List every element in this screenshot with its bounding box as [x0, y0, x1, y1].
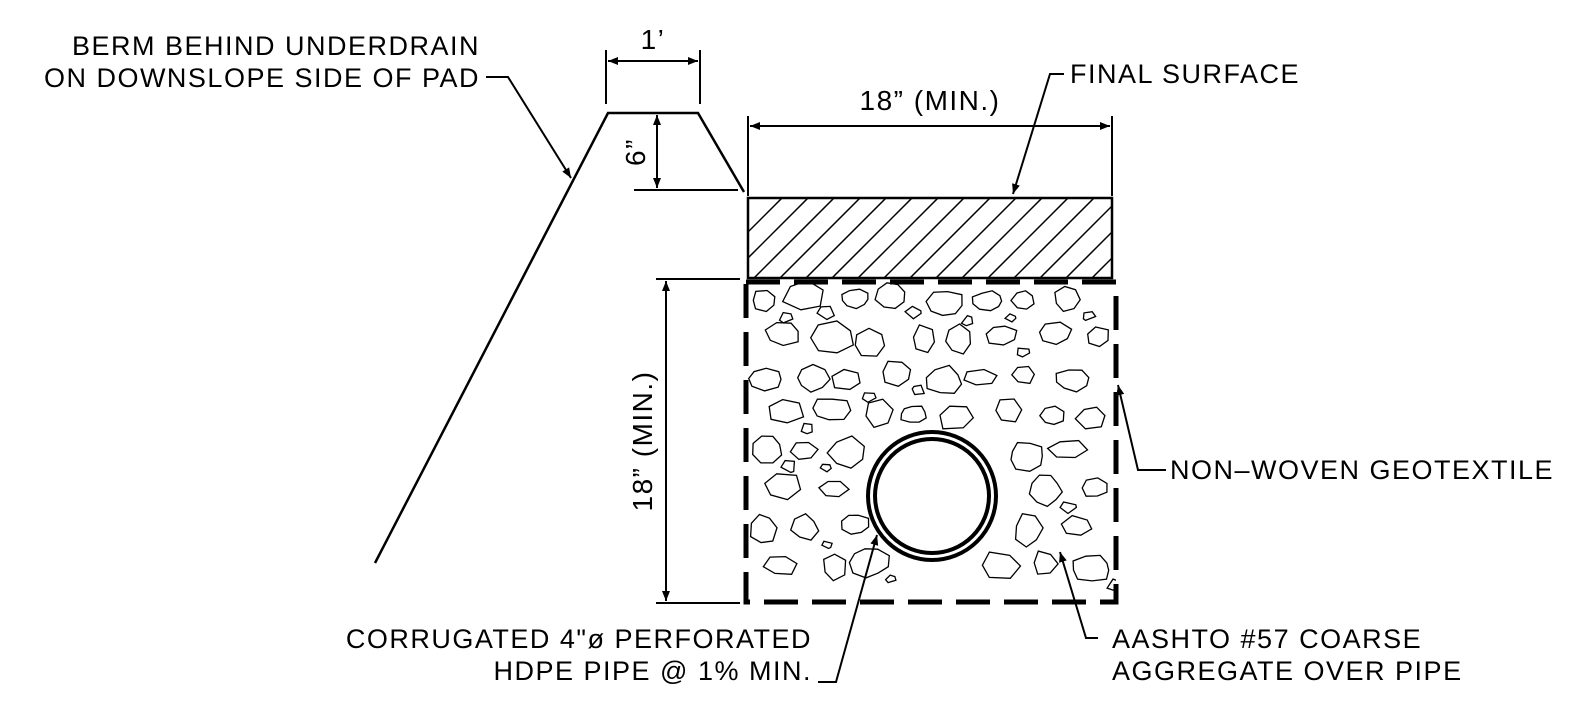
hdpe-pipe	[866, 430, 998, 562]
berm-label-line1: BERM BEHIND UNDERDRAIN	[72, 31, 480, 61]
berm-leader	[486, 76, 572, 179]
aggregate-label-line1: AASHTO #57 COARSE	[1112, 624, 1422, 654]
geotextile-label: NON–WOVEN GEOTEXTILE	[1170, 455, 1554, 485]
aggregate-leader	[1059, 551, 1098, 639]
final-surface-label: FINAL SURFACE	[1070, 59, 1300, 89]
trench-width-label: 18” (MIN.)	[860, 85, 1001, 116]
geotextile-leader	[1116, 384, 1166, 471]
berm-width-dimension	[605, 50, 701, 104]
trench-depth-label: 18” (MIN.)	[627, 371, 658, 512]
trench-width-dimension	[747, 116, 1113, 196]
aggregate-trench	[743, 279, 1119, 605]
pipe-leader	[818, 534, 879, 683]
pipe-label-line2: HDPE PIPE @ 1% MIN.	[494, 656, 812, 686]
geotextile-boundary	[743, 279, 1119, 605]
aggregate-label-line2: AGGREGATE OVER PIPE	[1112, 656, 1463, 686]
berm-height-dimension	[634, 115, 738, 191]
berm-width-label: 1’	[641, 24, 666, 55]
berm-height-label: 6”	[620, 138, 651, 166]
final-surface-leader	[1012, 73, 1064, 195]
final-surface-layer	[746, 196, 1114, 280]
trench-depth-dimension	[656, 278, 740, 604]
pipe-label-line1: CORRUGATED 4"ø PERFORATED	[346, 624, 812, 654]
surface-hatching	[748, 198, 1112, 278]
berm-label-line2: ON DOWNSLOPE SIDE OF PAD	[44, 63, 480, 93]
berm	[373, 111, 746, 564]
